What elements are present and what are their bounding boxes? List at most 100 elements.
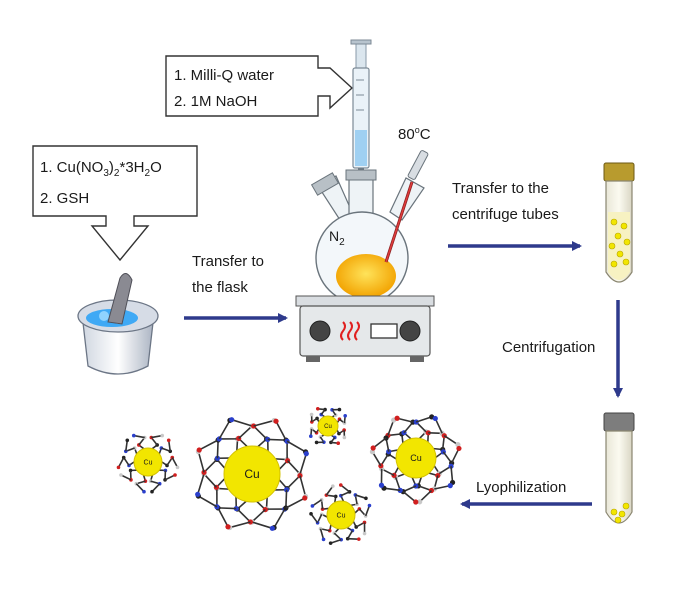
cu-core	[326, 500, 356, 530]
ligand-bond	[286, 475, 301, 490]
ligand-atom	[343, 413, 347, 418]
ligand-bond	[231, 418, 253, 427]
ligand-bond	[371, 451, 382, 467]
ligand-bond	[355, 494, 367, 500]
ligand-atom	[447, 483, 453, 489]
arrow-transfer-to-flask: Transfer to the flask	[184, 253, 288, 323]
ligand-bond	[197, 495, 218, 508]
label-transfer-flask-line2: the flask	[192, 279, 248, 296]
ligand-bond	[236, 508, 251, 523]
ligand-bond	[434, 484, 451, 490]
ligand-bond	[251, 521, 273, 530]
ligand-atom	[362, 531, 367, 536]
ligand-bond	[443, 435, 459, 446]
ligand-atom	[338, 483, 343, 487]
ligand-atom	[229, 417, 235, 423]
three-neck-flask-icon: N2	[310, 150, 429, 305]
ligand-atom	[315, 407, 320, 411]
ligand-bond	[319, 528, 325, 540]
cu-label: Cu	[324, 424, 332, 430]
cu-label: Cu	[337, 512, 346, 519]
reagent-top-step2: 2. 1M NaOH	[174, 93, 257, 110]
ligand-atom	[125, 438, 130, 443]
ligand-bond	[299, 475, 307, 497]
ligand-bond	[285, 497, 306, 509]
ligand-bond	[217, 507, 229, 528]
ligand-atom	[413, 499, 419, 505]
temperature-degree: o	[415, 125, 420, 135]
cu-core	[317, 415, 339, 437]
ligand-bond	[133, 434, 145, 439]
ligand-bond	[383, 487, 401, 492]
temperature-label: 80oC	[398, 125, 431, 143]
reagents-top-callout: 1. Milli-Q water 2. 1M NaOH	[165, 55, 354, 117]
ligand-bond	[216, 439, 219, 459]
ligand-bond	[196, 473, 205, 495]
ligand-bond	[310, 513, 319, 524]
gas-label: N2	[329, 228, 345, 248]
temperature-unit: C	[420, 126, 431, 143]
arrow-centrifugation: Centrifugation	[502, 300, 623, 398]
hot-plate-icon	[295, 295, 435, 362]
ligand-atom	[131, 433, 136, 438]
ligand-bond	[218, 419, 231, 440]
label-transfer-tubes-line2: centrifuge tubes	[452, 206, 559, 223]
ligand-bond	[151, 434, 163, 439]
ligand-bond	[273, 508, 286, 529]
reagent-left-step1: 1. Cu(NO3)2*3H2O	[40, 159, 162, 179]
ligand-atom	[378, 482, 385, 488]
heat-icon	[340, 321, 360, 341]
ligand-atom	[357, 537, 361, 541]
ligand-atom	[310, 420, 314, 424]
ligand-atom	[173, 473, 177, 477]
ligand-bond	[253, 419, 275, 427]
ligand-bond	[364, 505, 371, 517]
ligand-bond	[267, 438, 287, 441]
ligand-bond	[387, 419, 395, 436]
cu-nanocluster: Cu	[195, 417, 309, 531]
cu-nanocluster: Cu	[369, 414, 462, 505]
ligand-bond	[450, 466, 454, 483]
temperature-value: 80	[398, 126, 415, 143]
ligand-bond	[120, 474, 132, 481]
ligand-bond	[238, 425, 253, 439]
ligand-atom	[142, 489, 146, 494]
ligand-atom	[364, 496, 368, 501]
ligand-atom	[310, 504, 315, 508]
ligand-bond	[203, 458, 218, 473]
ligand-atom	[225, 524, 231, 530]
ligand-bond	[151, 483, 161, 493]
ligand-bond	[164, 474, 176, 481]
cu-core	[395, 437, 437, 479]
ligand-atom	[196, 447, 202, 453]
cu-label: Cu	[144, 459, 153, 466]
ligand-bond	[117, 457, 125, 468]
ligand-bond	[217, 507, 237, 510]
cu-nanocluster: Cu	[309, 407, 347, 445]
label-lyophilization: Lyophilization	[476, 479, 566, 496]
ligand-atom	[166, 438, 171, 443]
ligand-atom	[320, 507, 325, 511]
ligand-atom	[309, 412, 314, 417]
ligand-bond	[253, 425, 268, 440]
svg-text:80oC: 80oC	[398, 125, 431, 143]
reagent-left-step2: 2. GSH	[40, 190, 89, 207]
label-transfer-flask-line1: Transfer to	[192, 253, 264, 270]
ligand-atom	[195, 491, 201, 497]
ligand-bond	[251, 509, 266, 523]
ligand-bond	[415, 416, 432, 423]
gas-symbol: N	[329, 228, 339, 244]
ligand-bond	[287, 460, 301, 475]
cu-label: Cu	[244, 467, 259, 481]
ligand-atom	[175, 465, 180, 470]
cu-core	[223, 445, 281, 503]
ligand-atom	[432, 415, 438, 422]
ligand-atom	[342, 435, 347, 440]
ligand-atom	[337, 407, 342, 412]
ligand-bond	[419, 489, 433, 503]
arrow-lyophilization: Lyophilization	[460, 479, 592, 509]
ligand-bond	[135, 483, 145, 493]
label-transfer-tubes-line1: Transfer to the	[452, 180, 549, 197]
centrifuge-tube-pellet-icon	[603, 412, 635, 524]
